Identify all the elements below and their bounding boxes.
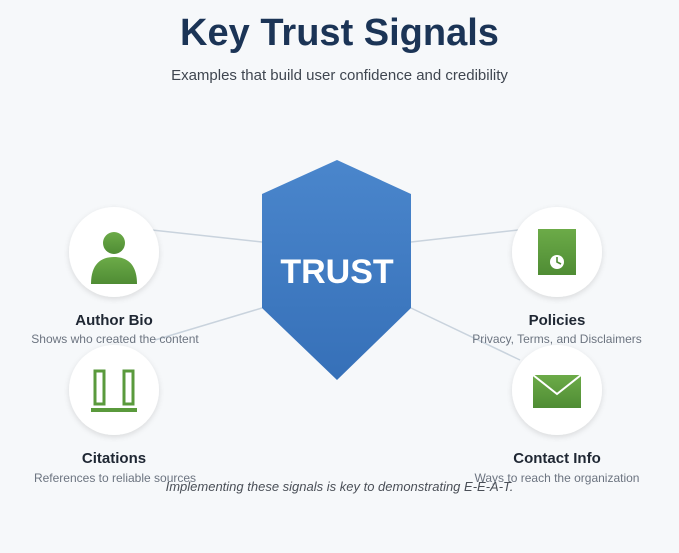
contact-info-node <box>512 345 602 435</box>
pillars-icon <box>91 369 137 412</box>
page-subtitle: Examples that build user confidence and … <box>171 67 508 84</box>
signal-title-citations: Citations <box>81 450 147 467</box>
signal-title-contact-info: Contact Info <box>513 450 601 467</box>
signal-desc-policies: Privacy, Terms, and Disclaimers <box>472 332 642 346</box>
signal-title-policies: Policies <box>528 312 586 329</box>
page-title: Key Trust Signals <box>180 12 499 54</box>
author-bio-node <box>69 207 159 297</box>
footer-note: Implementing these signals is key to dem… <box>165 479 514 494</box>
document-clock-icon <box>538 229 576 275</box>
trust-label: TRUST <box>280 253 394 291</box>
connector-contact-info <box>410 307 521 361</box>
signal-desc-author-bio: Shows who created the content <box>31 332 199 346</box>
connector-author-bio <box>151 229 263 243</box>
signal-desc-contact-info: Ways to reach the organization <box>474 471 640 485</box>
policies-node <box>512 207 602 297</box>
connector-citations <box>154 307 263 341</box>
signal-desc-citations: References to reliable sources <box>33 471 197 485</box>
citations-node <box>69 345 159 435</box>
connectors <box>151 229 521 361</box>
person-icon <box>91 232 137 284</box>
trust-hexagon: TRUST <box>262 160 411 380</box>
connector-policies <box>410 229 519 243</box>
envelope-icon <box>532 374 582 408</box>
signal-title-author-bio: Author Bio <box>75 312 153 329</box>
